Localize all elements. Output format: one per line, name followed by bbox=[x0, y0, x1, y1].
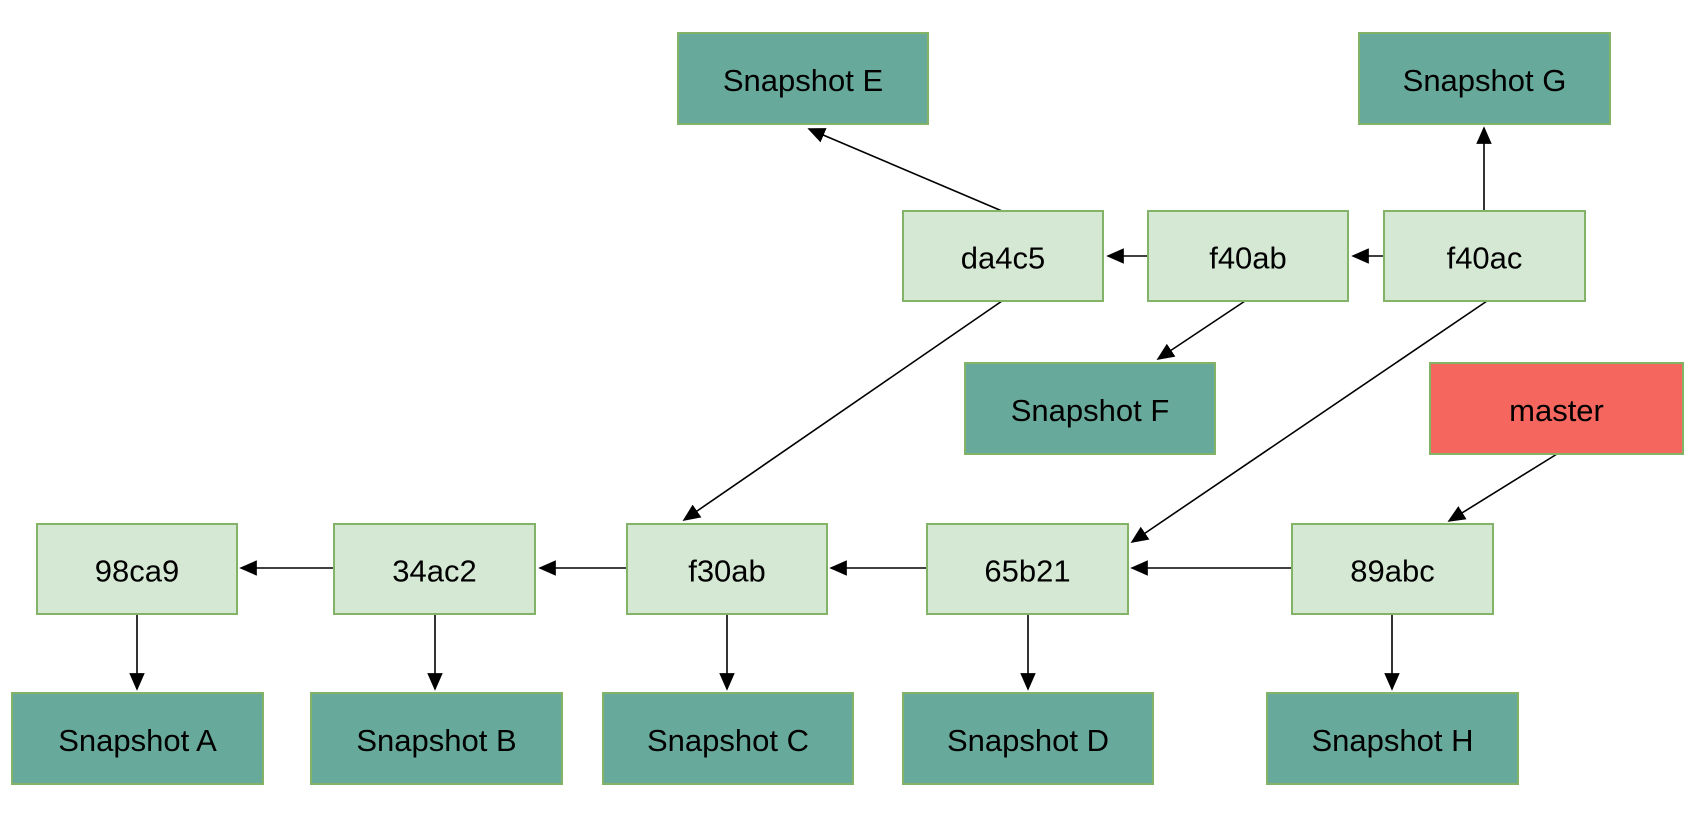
edge-da4c5-to-snapshot-e bbox=[807, 128, 1003, 212]
node-da4c5: da4c5 bbox=[902, 210, 1104, 302]
node-label-snapshot-a: Snapshot A bbox=[58, 723, 217, 758]
node-label-f40ac: f40ac bbox=[1447, 241, 1523, 276]
node-f30ab: f30ab bbox=[626, 523, 828, 615]
node-snapshot-d: Snapshot D bbox=[902, 692, 1154, 785]
commit-box-65b21 bbox=[926, 523, 1129, 615]
snapshot-box-snapshot-e bbox=[677, 32, 929, 125]
commit-box-f40ab bbox=[1147, 210, 1349, 302]
node-label-da4c5: da4c5 bbox=[961, 241, 1045, 276]
edges-layer bbox=[129, 126, 1558, 691]
snapshot-box-snapshot-g bbox=[1358, 32, 1611, 125]
node-label-snapshot-b: Snapshot B bbox=[356, 723, 516, 758]
snapshot-box-snapshot-b bbox=[310, 692, 563, 785]
edge-master-to-89abc bbox=[1447, 453, 1558, 522]
snapshot-box-snapshot-f bbox=[964, 362, 1216, 455]
node-snapshot-e: Snapshot E bbox=[677, 32, 929, 125]
node-65b21: 65b21 bbox=[926, 523, 1129, 615]
node-label-98ca9: 98ca9 bbox=[95, 554, 179, 589]
node-snapshot-g: Snapshot G bbox=[1358, 32, 1611, 125]
node-label-89abc: 89abc bbox=[1350, 554, 1434, 589]
node-label-snapshot-h: Snapshot H bbox=[1312, 723, 1474, 758]
node-label-snapshot-f: Snapshot F bbox=[1011, 393, 1170, 428]
node-f40ac: f40ac bbox=[1383, 210, 1586, 302]
snapshot-box-snapshot-c bbox=[602, 692, 854, 785]
node-label-snapshot-g: Snapshot G bbox=[1403, 63, 1567, 98]
node-label-snapshot-c: Snapshot C bbox=[647, 723, 809, 758]
commit-box-89abc bbox=[1291, 523, 1494, 615]
node-label-snapshot-d: Snapshot D bbox=[947, 723, 1109, 758]
node-label-f40ab: f40ab bbox=[1209, 241, 1287, 276]
nodes-layer: Snapshot E Snapshot G da4c5 f40ab f40acSnaps… bbox=[11, 32, 1684, 785]
snapshot-box-snapshot-a bbox=[11, 692, 264, 785]
node-label-34ac2: 34ac2 bbox=[392, 554, 476, 589]
node-label-65b21: 65b21 bbox=[984, 554, 1070, 589]
node-snapshot-a: Snapshot A bbox=[11, 692, 264, 785]
node-snapshot-c: Snapshot C bbox=[602, 692, 854, 785]
node-label-snapshot-e: Snapshot E bbox=[723, 63, 883, 98]
commit-box-da4c5 bbox=[902, 210, 1104, 302]
commit-box-34ac2 bbox=[333, 523, 536, 615]
snapshot-box-snapshot-h bbox=[1266, 692, 1519, 785]
node-master: master bbox=[1429, 362, 1684, 455]
snapshot-box-snapshot-d bbox=[902, 692, 1154, 785]
node-label-f30ab: f30ab bbox=[688, 554, 766, 589]
node-34ac2: 34ac2 bbox=[333, 523, 536, 615]
node-snapshot-f: Snapshot F bbox=[964, 362, 1216, 455]
node-label-master: master bbox=[1509, 393, 1604, 428]
node-89abc: 89abc bbox=[1291, 523, 1494, 615]
commit-box-f30ab bbox=[626, 523, 828, 615]
edge-da4c5-to-f30ab bbox=[682, 300, 1003, 521]
node-98ca9: 98ca9 bbox=[36, 523, 238, 615]
node-f40ab: f40ab bbox=[1147, 210, 1349, 302]
edge-f40ab-to-snapshot-f bbox=[1156, 300, 1246, 360]
edge-f40ac-to-65b21 bbox=[1130, 300, 1488, 543]
branch-box-master bbox=[1429, 362, 1684, 455]
commit-box-98ca9 bbox=[36, 523, 238, 615]
node-snapshot-h: Snapshot H bbox=[1266, 692, 1519, 785]
commit-box-f40ac bbox=[1383, 210, 1586, 302]
node-snapshot-b: Snapshot B bbox=[310, 692, 563, 785]
